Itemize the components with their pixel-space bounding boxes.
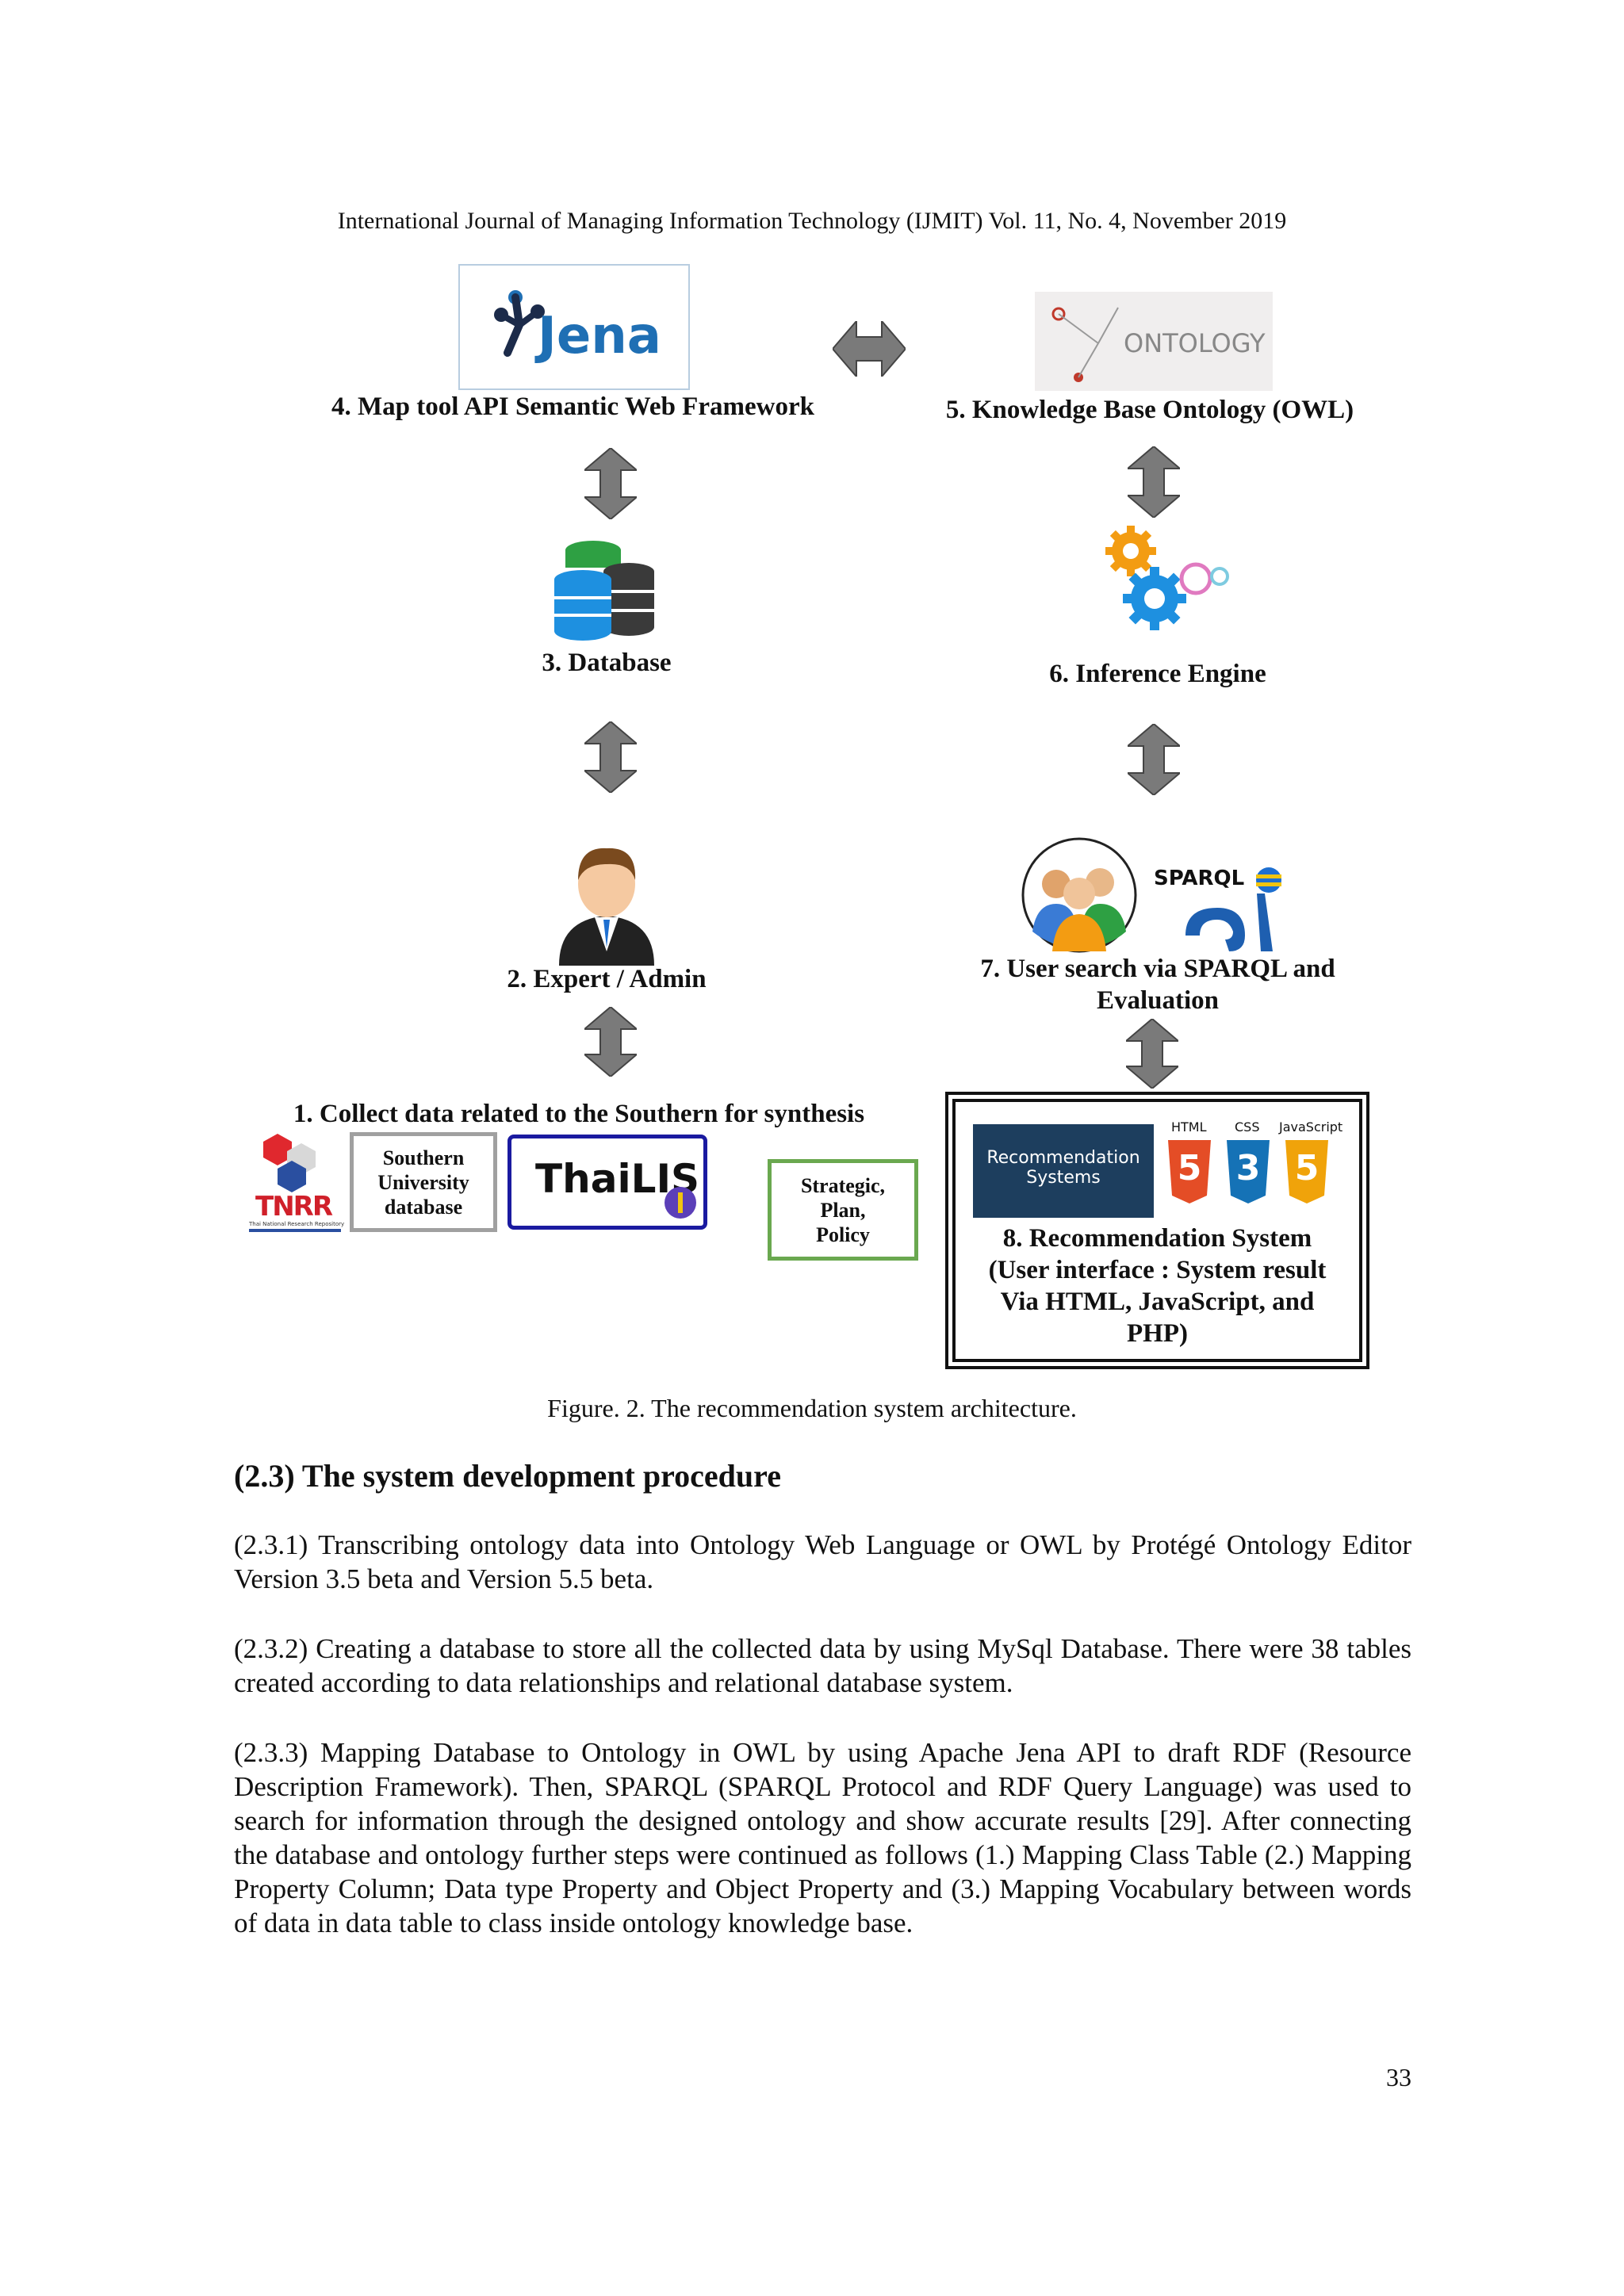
admin-avatar-icon [551,840,662,970]
southern-university-database-box: Southern University database [350,1132,497,1232]
ontology-logo: ONTOLOGY [1035,292,1273,391]
node-8-line3: Via HTML, JavaScript, and [1000,1288,1315,1316]
gears-icon [1085,519,1235,642]
node-6-label: 6. Inference Engine [1049,660,1266,688]
javascript-icon: 5 [1285,1140,1328,1203]
tnrr-logo-subtext: Thai National Research Repository [249,1221,345,1227]
section-title: (2.3) The system development procedure [234,1458,781,1494]
southern-line2: University [377,1170,469,1194]
strategic-line3: Policy [816,1223,870,1246]
jena-logo-text: Jena [538,307,661,365]
node-5-label: 5. Knowledge Base Ontology (OWL) [945,396,1354,424]
banner-line1: Recommendation [986,1148,1140,1168]
node-1-label: 1. Collect data related to the Southern … [293,1100,865,1128]
double-arrow-horizontal [833,321,906,377]
node-7-label-line1: 7. User search via SPARQL and [980,955,1335,983]
double-arrow-4-3 [584,448,637,519]
node-3-label: 3. Database [542,649,672,677]
sparql-logo-icon: SPARQL [1154,860,1297,955]
thailis-logo: ThaiLIS [508,1135,707,1230]
strategic-line1: Strategic, [800,1173,886,1197]
paragraph-2-3-1: (2.3.1) Transcribing ontology data into … [234,1529,1411,1594]
node-4-label: 4. Map tool API Semantic Web Framework [331,392,814,421]
banner-line2: Systems [1026,1168,1101,1188]
jena-logo: Jena [458,264,690,390]
tnrr-hexagons-icon [263,1134,316,1192]
users-group-icon [1021,836,1138,958]
html5-icon: 5 [1168,1140,1211,1203]
tnrr-logo: TNRR Thai National Research Repository [246,1127,345,1234]
database-icon [550,536,661,647]
js-badge-label: JavaScript [1279,1119,1343,1135]
node-8-line1: 8. Recommendation System [1002,1224,1312,1253]
node-2-label: 2. Expert / Admin [507,965,707,993]
strategic-line2: Plan, [820,1198,866,1222]
ontology-logo-text: ONTOLOGY [1124,328,1266,358]
thailis-emblem-icon [665,1187,696,1219]
recommendation-banner: Recommendation Systems [973,1124,1154,1218]
southern-line1: Southern [382,1146,465,1169]
double-arrow-3-2 [584,721,637,793]
double-arrow-2-1 [584,1007,637,1077]
css3-icon: 3 [1227,1140,1270,1203]
strategic-plan-policy-box: Strategic, Plan, Policy [768,1159,918,1261]
paragraph-2-3-3: (2.3.3) Mapping Database to Ontology in … [234,1737,1411,1938]
figure-caption: Figure. 2. The recommendation system arc… [547,1394,1077,1422]
node-7-label-line2: Evaluation [1096,986,1220,1015]
page-number: 33 [1386,2063,1411,2091]
tnrr-logo-text: TNRR [255,1191,333,1223]
southern-line3: database [384,1195,463,1219]
ontology-graph-icon [1051,307,1119,382]
html-badge-label: HTML [1171,1119,1207,1135]
css-badge-label: CSS [1235,1119,1260,1135]
journal-header: International Journal of Managing Inform… [337,208,1287,234]
double-arrow-6-7 [1128,724,1180,795]
node-8-line2: (User interface : System result [988,1256,1327,1284]
jena-molecule-icon [494,290,545,357]
node-8-line4: PHP) [1127,1319,1188,1348]
paragraph-2-3-2: (2.3.2) Creating a database to store all… [234,1633,1411,1698]
double-arrow-7-8 [1126,1019,1178,1089]
recommendation-system-box: Recommendation Systems HTML CSS JavaScri… [945,1092,1369,1369]
double-arrow-5-6 [1128,446,1180,518]
sparql-logo-text: SPARQL [1154,867,1245,890]
